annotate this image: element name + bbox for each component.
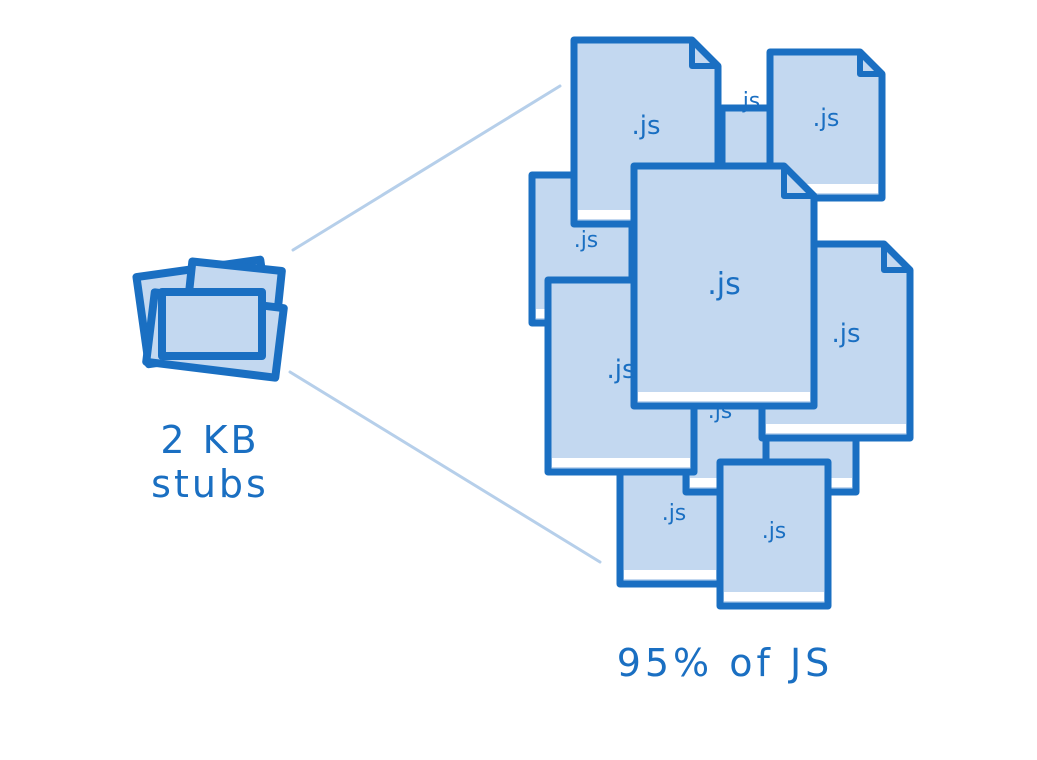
connector-lines — [288, 84, 602, 564]
js-file-body — [716, 458, 832, 610]
js-file: .js — [716, 458, 832, 610]
js-file-label: .js — [631, 111, 660, 141]
stubs-size-label: 2 KB — [160, 418, 260, 462]
js-file-edge — [638, 392, 810, 401]
connector-line-top — [291, 84, 562, 252]
js-file-stack: .js.js.js.js.js.js.js.js.js.js.js — [528, 36, 914, 610]
js-file-label: .js — [831, 319, 860, 349]
stubs-name-label: stubs — [151, 462, 269, 506]
js-file-label: .js — [813, 104, 840, 132]
stub-card — [158, 288, 266, 360]
stubs-label: 2 KB stubs — [120, 418, 300, 506]
folded-corner — [881, 244, 910, 273]
js-file-body — [630, 162, 818, 410]
js-file-edge — [624, 570, 716, 579]
js-file-label: .js — [736, 89, 761, 114]
js-file-edge — [724, 592, 824, 601]
folded-corner — [781, 166, 814, 199]
js-file-label: .js — [574, 228, 599, 253]
connector-line-bottom — [288, 370, 602, 564]
js-file-label: .js — [662, 501, 687, 526]
js-file: .js — [630, 162, 818, 410]
js-file-label: .js — [707, 267, 741, 302]
js-file-edge — [552, 458, 690, 467]
js-file-edge — [766, 424, 906, 433]
bundle-label: 95% of JS — [616, 641, 834, 685]
stub-cards — [132, 255, 288, 382]
folded-corner — [857, 52, 882, 77]
folded-corner — [689, 40, 718, 69]
js-file-label: .js — [762, 519, 787, 544]
js-file-edge — [774, 184, 878, 193]
